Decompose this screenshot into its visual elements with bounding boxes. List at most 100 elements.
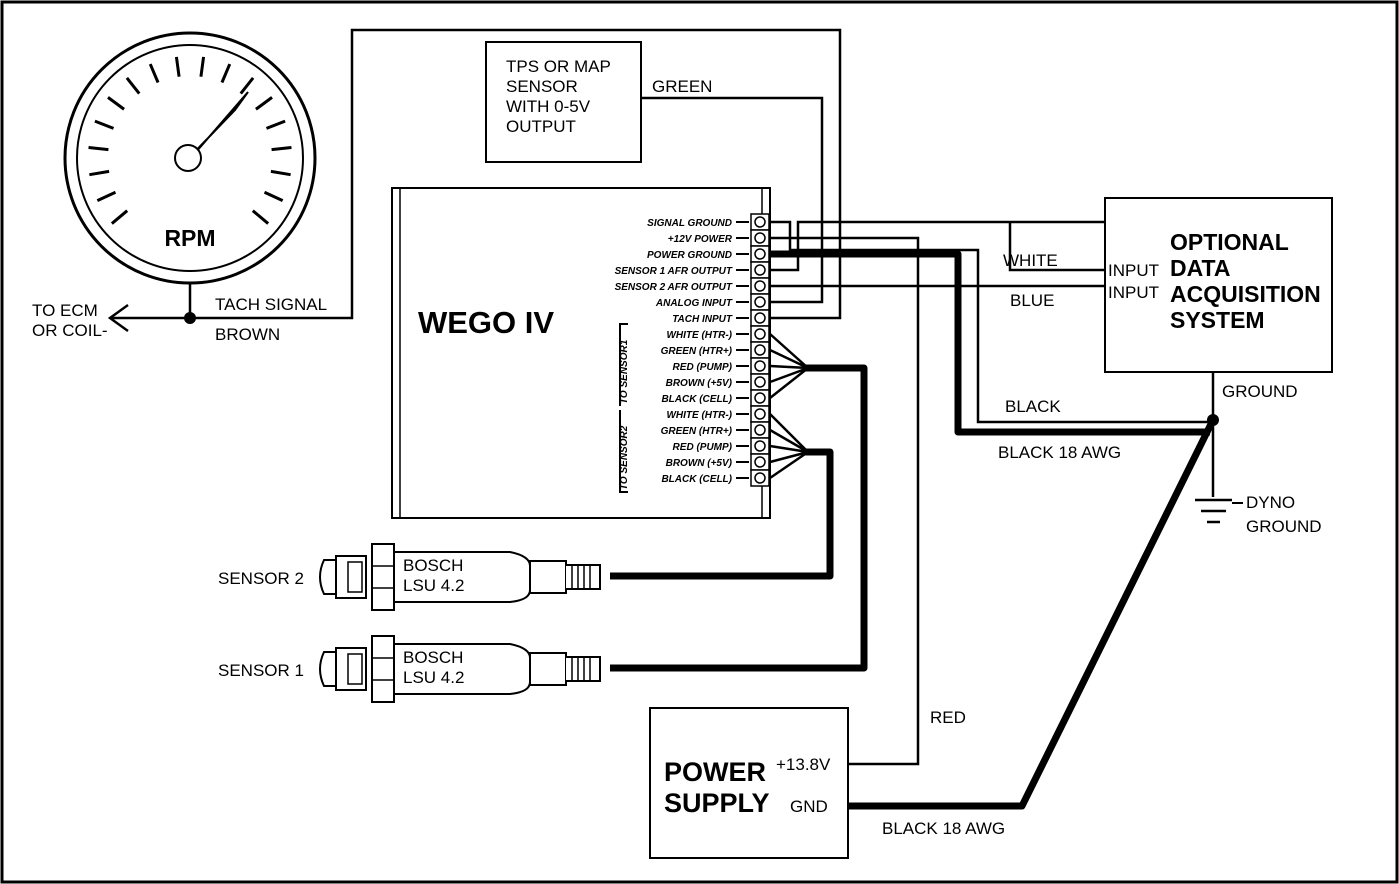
power-supply-title-2: SUPPLY — [664, 788, 770, 818]
terminal-label: WHITE (HTR-) — [666, 410, 732, 421]
tach-ticks — [88, 56, 292, 225]
terminal-screw-head-icon — [754, 312, 766, 324]
terminal-screw-head-icon — [754, 344, 766, 356]
tach-tick — [148, 63, 160, 84]
terminal-screw-head-icon — [754, 472, 766, 484]
tps-sensor-box — [485, 41, 642, 163]
tach-hub-icon — [174, 144, 202, 172]
dyno-label-2: GROUND — [1246, 517, 1322, 536]
tach-tick — [110, 209, 129, 225]
red-label: RED — [930, 708, 966, 727]
terminal-screw-head-icon — [754, 408, 766, 420]
sensor1-bracket — [619, 323, 628, 406]
daq-box — [1104, 197, 1333, 373]
terminal-screw-head-icon — [754, 232, 766, 244]
black18-label-2: BLACK 18 AWG — [882, 819, 1005, 838]
terminal-label: WHITE (HTR-) — [666, 330, 732, 341]
tach-tick — [174, 56, 181, 77]
terminal-screw-head-icon — [754, 392, 766, 404]
sensor-1-name: SENSOR 1 — [218, 661, 304, 680]
terminal-label: RED (PUMP) — [673, 362, 733, 373]
terminal-label: BROWN (+5V) — [666, 378, 733, 389]
tach-tick — [255, 96, 273, 111]
sensor-2: BOSCH LSU 4.2 — [319, 543, 601, 611]
terminal-label: ANALOG INPUT — [655, 298, 733, 309]
tach-tick — [263, 190, 284, 202]
power-supply-gnd: GND — [790, 797, 828, 816]
terminal-screw-head-icon — [754, 424, 766, 436]
tach-signal-label: TACH SIGNAL — [215, 295, 327, 314]
green-wire-label: GREEN — [652, 77, 712, 96]
ecm-label-1: TO ECM — [32, 301, 98, 320]
tach-junction-dot — [184, 312, 196, 324]
black18-label-1: BLACK 18 AWG — [998, 443, 1121, 462]
brown-wire-label: BROWN — [215, 325, 280, 344]
tach-tick — [89, 169, 110, 177]
sensor-2-name: SENSOR 2 — [218, 569, 304, 588]
daq-input-2: INPUT — [1108, 283, 1159, 302]
daq-title-1: OPTIONAL — [1170, 229, 1289, 255]
tps-line-4: OUTPUT — [506, 117, 576, 136]
tachometer: RPM — [63, 31, 317, 285]
tach-tick — [107, 96, 125, 111]
tach-tick — [96, 190, 117, 202]
tach-tick — [251, 209, 270, 225]
ground-symbol-icon — [1195, 498, 1232, 524]
terminal-label: BLACK (CELL) — [661, 394, 732, 405]
tps-line-3: WITH 0-5V — [506, 97, 591, 116]
tach-tick — [271, 146, 292, 152]
red-wire — [770, 236, 920, 766]
sensor2-fan-in — [769, 413, 809, 480]
terminal-screw-head-icon — [754, 264, 766, 276]
daq-title-2: DATA — [1170, 255, 1230, 281]
terminal-screw-head-icon — [754, 328, 766, 340]
terminal-screw-head-icon — [754, 440, 766, 452]
terminal-label: SENSOR 1 AFR OUTPUT — [615, 266, 733, 277]
power-ground-wire — [770, 250, 1210, 436]
terminal-screw-head-icon — [754, 376, 766, 388]
terminal-label: GREEN (HTR+) — [661, 426, 733, 437]
tps-line-1: TPS OR MAP — [506, 57, 611, 76]
sensor-1-model: LSU 4.2 — [403, 668, 464, 687]
ecm-arrow-icon — [107, 303, 129, 333]
tach-tick — [270, 169, 291, 177]
sensor2-cable — [610, 448, 834, 580]
terminal-label: RED (PUMP) — [673, 442, 733, 453]
sensor-1-brand: BOSCH — [403, 648, 463, 667]
tps-line-2: SENSOR — [506, 77, 578, 96]
terminal-screw-head-icon — [754, 248, 766, 260]
power-supply-title-1: POWER — [664, 757, 766, 787]
terminal-screw-head-icon — [754, 296, 766, 308]
sensor-2-brand: BOSCH — [403, 556, 463, 575]
terminal-screw-head-icon — [754, 216, 766, 228]
tach-tick — [220, 63, 232, 84]
terminal-screw-head-icon — [754, 280, 766, 292]
terminal-label: SIGNAL GROUND — [647, 218, 732, 229]
terminal-label: BROWN (+5V) — [666, 458, 733, 469]
tach-tick — [88, 146, 109, 152]
terminal-label: GREEN (HTR+) — [661, 346, 733, 357]
terminal-label: TACH INPUT — [672, 314, 733, 325]
white-wire — [770, 220, 1105, 272]
daq-title-3: ACQUISITION — [1170, 281, 1321, 307]
terminal-screw-head-icon — [754, 456, 766, 468]
terminal-label: POWER GROUND — [647, 250, 732, 261]
green-wire — [642, 96, 824, 304]
terminal-label: BLACK (CELL) — [661, 474, 732, 485]
signal-ground-wire — [770, 220, 1213, 424]
power-supply-box — [649, 707, 849, 859]
dyno-label-1: DYNO — [1246, 493, 1295, 512]
terminal-label: SENSOR 2 AFR OUTPUT — [615, 282, 733, 293]
daq-ground-label: GROUND — [1222, 382, 1298, 401]
tach-tick — [239, 76, 255, 95]
group2-label: TO SENSOR2 — [619, 425, 630, 490]
tach-tick — [265, 119, 286, 130]
sensor1-fan-in — [769, 333, 809, 399]
power-supply-positive: +13.8V — [776, 755, 831, 774]
sensor2-bracket — [619, 410, 628, 493]
tach-label: RPM — [164, 225, 215, 251]
terminal-screw-head-icon — [754, 360, 766, 372]
